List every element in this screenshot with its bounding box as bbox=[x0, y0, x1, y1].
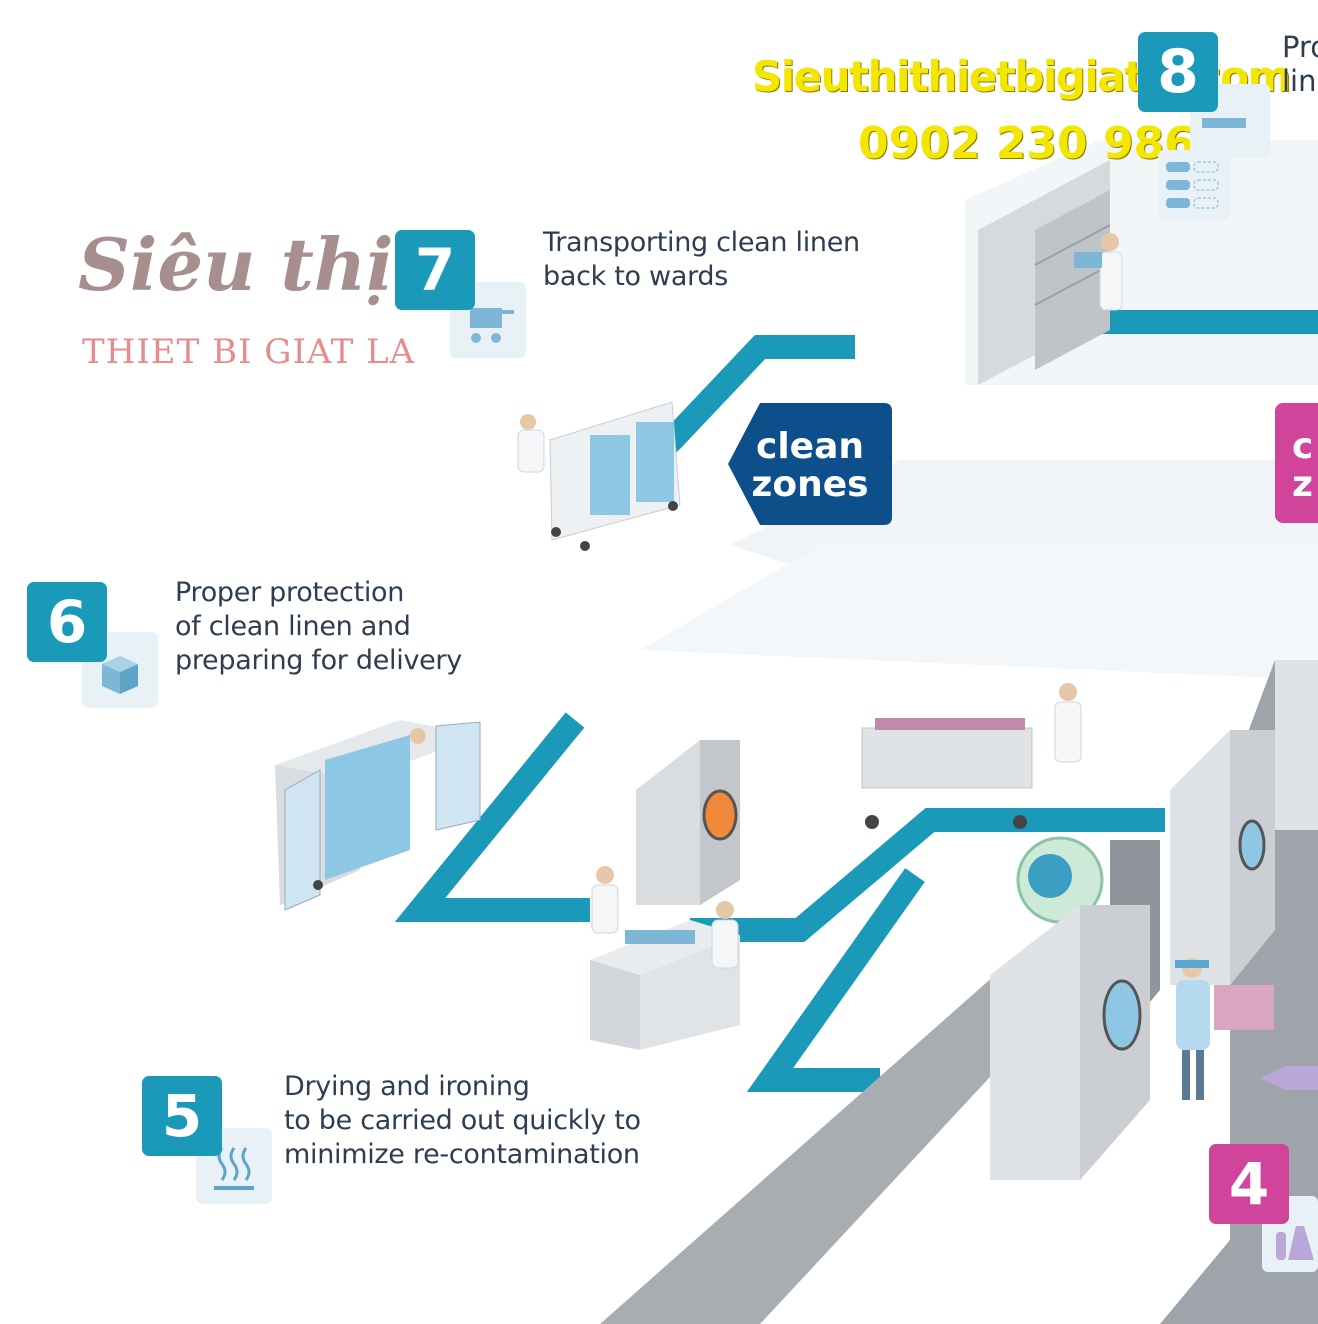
step-7-text: Transporting clean linen back to wards bbox=[543, 226, 860, 294]
step-8-text: Pro line bbox=[1282, 30, 1318, 98]
washer-machine bbox=[990, 905, 1150, 1180]
step-6-line: of clean linen and bbox=[175, 611, 411, 642]
cart-icon bbox=[470, 308, 514, 343]
clean-zones-arrow bbox=[728, 403, 892, 525]
step-5-text: Drying and ironing to be carried out qui… bbox=[284, 1070, 641, 1172]
step-5-line: minimize re-contamination bbox=[284, 1139, 640, 1170]
step-7-badge: 7 bbox=[395, 230, 475, 310]
tray-icon bbox=[1166, 161, 1219, 209]
step-5-badge: 5 bbox=[142, 1076, 222, 1156]
step-8-badge: 8 bbox=[1138, 32, 1218, 112]
clean-zones-label: clean zones bbox=[748, 428, 872, 504]
washer-machine bbox=[1275, 660, 1318, 830]
step-5-line: Drying and ironing bbox=[284, 1071, 530, 1102]
step-6-line: Proper protection bbox=[175, 577, 405, 608]
flask-icon bbox=[1276, 1226, 1314, 1260]
divider-wall bbox=[600, 975, 1085, 1324]
dirty-zones-badge bbox=[1275, 403, 1318, 523]
linen-cart bbox=[517, 401, 681, 551]
worker-figure bbox=[1175, 958, 1274, 1100]
sorting-trolley bbox=[861, 683, 1082, 829]
step-7-line: Transporting clean linen bbox=[543, 227, 860, 258]
step-4-badge: 4 bbox=[1209, 1144, 1289, 1224]
floor-plane bbox=[640, 545, 1318, 680]
step-6-text: Proper protection of clean linen and pre… bbox=[175, 576, 462, 678]
dirty-zones-label: c z bbox=[1292, 428, 1318, 504]
step-5-line: to be carried out quickly to bbox=[284, 1105, 641, 1136]
flow-arrow bbox=[1260, 1066, 1318, 1090]
step-6-line: preparing for delivery bbox=[175, 645, 462, 676]
watermark-brand: Siêu thị bbox=[78, 222, 394, 307]
dryer-machine bbox=[636, 740, 740, 905]
box-icon bbox=[102, 656, 138, 694]
shelf-icon bbox=[1202, 118, 1246, 128]
storage-cabinet bbox=[275, 720, 481, 911]
dirty-zones-line: c bbox=[1292, 428, 1314, 467]
watermark-phone: 0902 230 986 bbox=[858, 118, 1195, 169]
watermark-brand-sub: THIET BI GIAT LA bbox=[82, 332, 416, 372]
step-8-icon-tile-2 bbox=[1158, 150, 1230, 220]
clean-zones-line: clean bbox=[755, 426, 865, 467]
ironing-table bbox=[590, 866, 740, 1050]
shelf-unit bbox=[978, 160, 1111, 385]
washer-machine bbox=[1170, 730, 1275, 985]
step-8-line: line bbox=[1282, 64, 1318, 98]
dirty-zones-line: z bbox=[1292, 464, 1313, 504]
clean-zones-line: zones bbox=[751, 464, 869, 505]
nurse-figure bbox=[1074, 233, 1123, 311]
step-6-icon-tile bbox=[82, 632, 158, 708]
step-6-badge: 6 bbox=[27, 582, 107, 662]
step-8-line: Pro bbox=[1282, 30, 1318, 64]
step-7-line: back to wards bbox=[543, 261, 728, 292]
